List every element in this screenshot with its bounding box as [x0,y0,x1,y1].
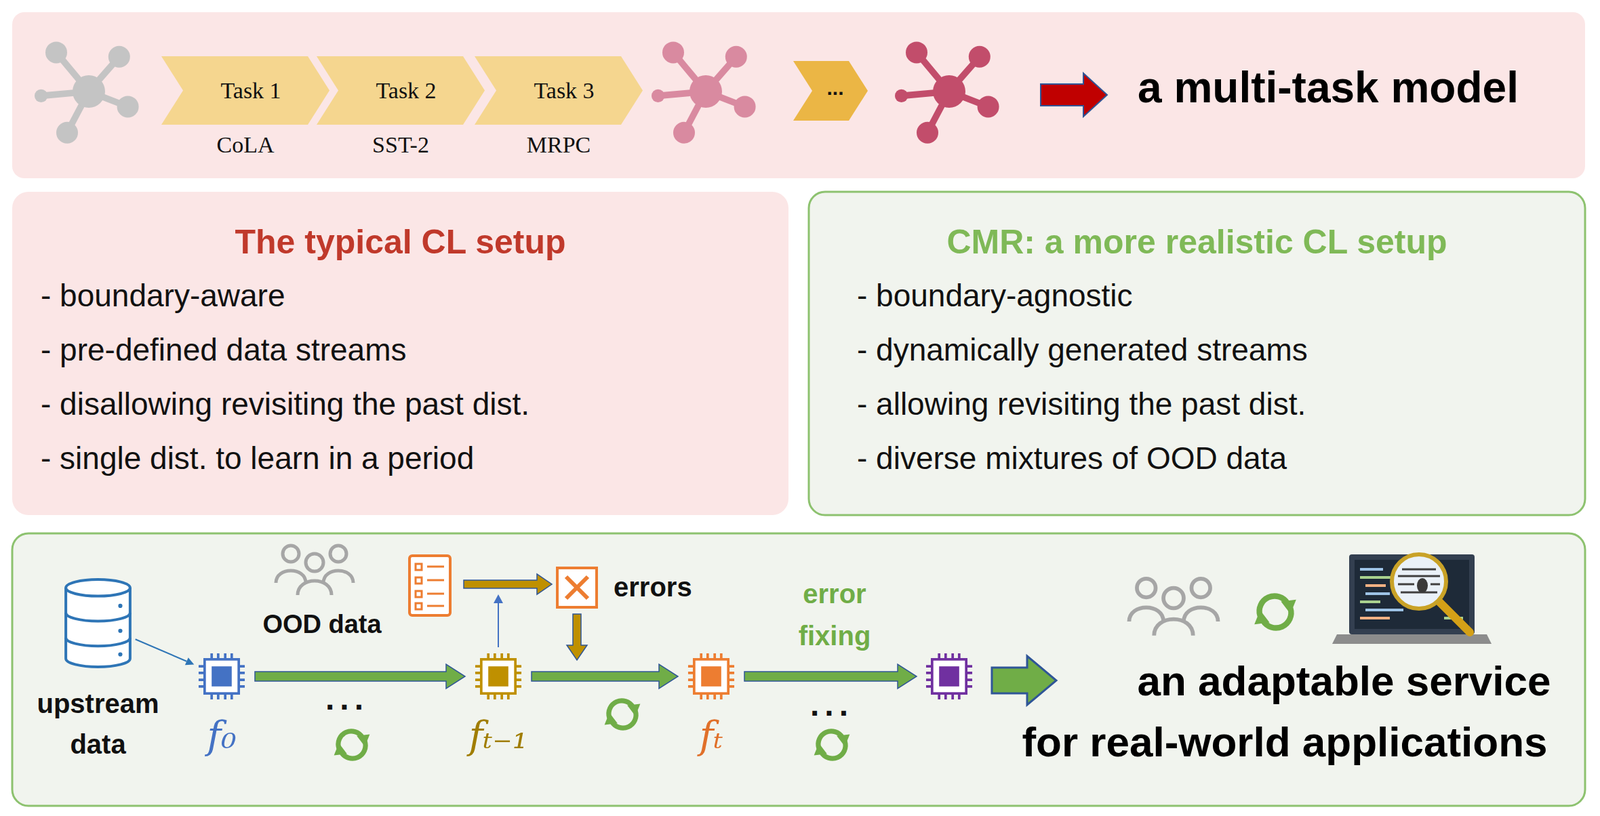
big-arrow [991,656,1057,706]
chip-shape [686,651,737,702]
task-name: Task 3 [485,56,643,125]
chip-icon [688,653,735,700]
chip-icon [926,653,973,700]
chip-icon [475,653,522,700]
chevron-fill [316,56,485,125]
ellipsis: ... [802,61,868,116]
ellipsis: ... [791,686,873,725]
top-band: a multi-task modelTask 1CoLATask 2SST-2T… [12,12,1586,179]
model-label: fₜ [658,713,764,758]
flow-arrow [744,664,917,689]
panel-backgrounds [12,12,1586,807]
connector-line [135,639,188,662]
database-shape [63,578,133,669]
bullet-item: - dynamically generated streams [856,322,1308,377]
error-box-icon [557,568,597,608]
pointer-arrow [493,594,504,648]
bullet-item: - boundary-aware [40,268,286,323]
connector [531,664,678,689]
dataset-name: SST-2 [316,131,485,159]
panel-title: The typical CL setup [12,221,789,263]
chip-shape [196,651,247,702]
chip-icon [198,653,245,700]
chevron-fill [474,56,643,125]
people-icon [275,545,1219,636]
database-label: upstream data [22,683,174,765]
model-label: fₜ₋₁ [446,713,551,758]
model-chip: fₜ₋₁ [473,651,524,702]
network-icons [34,41,1000,144]
bullet-item: - single dist. to learn in a period [40,431,474,486]
chevron-fill [793,61,868,121]
ood-label: OOD data [254,606,390,643]
bullet-item: - disallowing revisiting the past dist. [40,376,530,432]
dataset-name: CoLA [161,131,330,159]
task-name: Task 2 [327,56,485,125]
model-label: f₀ [169,713,274,758]
model-chip: f₀ [196,651,247,702]
database-icon: upstream data [63,578,133,669]
arrow-head [185,657,194,666]
database-outline [65,579,131,668]
pipeline-panel: an adaptable service for real-world appl… [12,533,1586,807]
database-dots [117,604,123,657]
bullet-item: - boundary-agnostic [856,268,1133,323]
bullet-item: - allowing revisiting the past dist. [856,376,1306,432]
connector-body [531,664,678,689]
ellipsis: ... [306,680,388,718]
task-chevron: Task 2SST-2 [316,56,485,125]
errors-label: errors [613,569,693,605]
flow-arrow [463,574,552,595]
setup-panel: The typical CL setup - boundary-aware- pr… [12,191,789,516]
flow-arrow [566,614,588,661]
task-name: Task 1 [172,56,330,125]
setup-panel: CMR: a more realistic CL setup - boundary… [808,191,1586,516]
dataset-name: MRPC [474,131,643,159]
model-chip: fₜ [686,651,737,702]
list-icon [409,555,451,616]
chip-shape [473,651,524,702]
red-arrow [1040,73,1108,117]
laptop-icon [1332,554,1492,645]
band-heading: a multi-task model [1137,61,1519,114]
task-chevron: Task 1CoLA [161,56,330,125]
service-text: an adaptable service for real-world appl… [1003,650,1567,773]
bullet-item: - pre-defined data streams [40,322,407,377]
connector [135,639,195,666]
more-chevron: ... [793,61,868,121]
panel-title: CMR: a more realistic CL setup [808,221,1586,263]
task-chevron: Task 3MRPC [474,56,643,125]
bullet-item: - diverse mixtures of OOD data [856,431,1287,486]
chevron-fill [161,56,330,125]
fixing-label: error fixing [780,572,889,657]
